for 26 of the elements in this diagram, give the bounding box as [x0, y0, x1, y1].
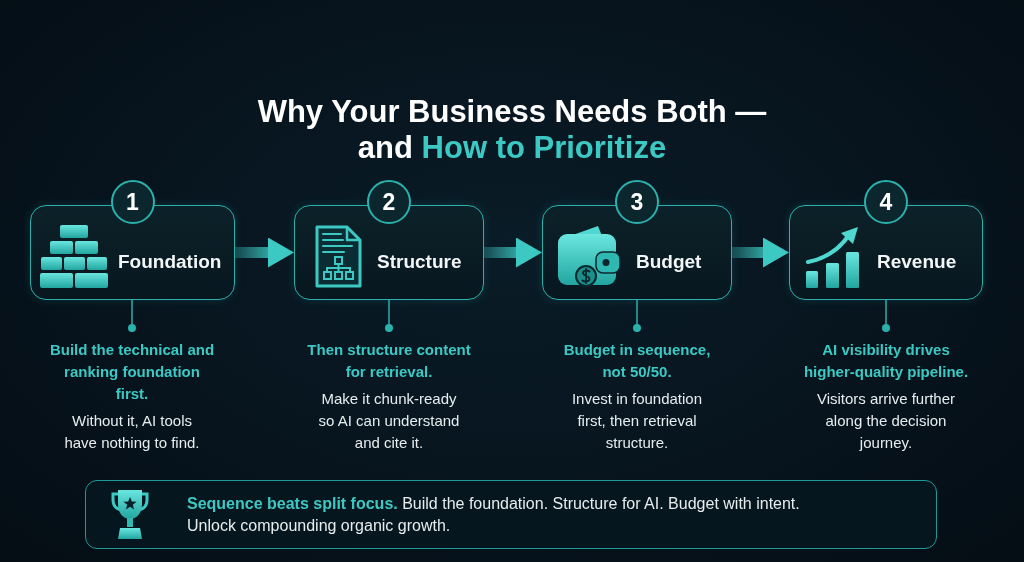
note-heading: Then structure content for retrieval. [306, 340, 472, 382]
step-title: Foundation [118, 250, 222, 274]
note-heading: Build the technical and ranking foundation first. [48, 340, 216, 404]
step-number: 3 [615, 179, 659, 224]
arrow [484, 237, 542, 268]
note-heading: AI visibility drives higher-quality pipeline. [802, 340, 970, 382]
arrow [732, 237, 789, 268]
step-title: Revenue [877, 250, 957, 274]
connector-line [633, 299, 641, 333]
title: Why Your Business Needs Both — and How to Prioritize [256, 94, 768, 166]
step-title: Structure [377, 250, 462, 274]
connector-line [128, 299, 136, 333]
note-text: Make it chunk-ready so AI can understand and cite it. [317, 389, 461, 453]
note-text: Visitors arrive further along the decision journey. [815, 389, 957, 453]
step-number: 4 [864, 179, 908, 224]
note-text: Invest in foundation first, then retrieval structure. [570, 389, 704, 453]
connector-line [385, 299, 393, 333]
summary-text: Sequence beats split focus. Build the foundation. Structure for AI. Budget with intent. Unlock compounding organic growth. [187, 494, 801, 536]
connector-line [882, 299, 890, 333]
summary-banner [85, 480, 937, 549]
step-number: 1 [110, 179, 155, 224]
note-heading: Budget in sequence, not 50/50. [562, 340, 712, 382]
note-text: Without it, AI tools have nothing to find. [63, 411, 201, 453]
step-number: 2 [367, 179, 411, 224]
arrow [235, 237, 294, 268]
step-title: Budget [636, 250, 702, 274]
